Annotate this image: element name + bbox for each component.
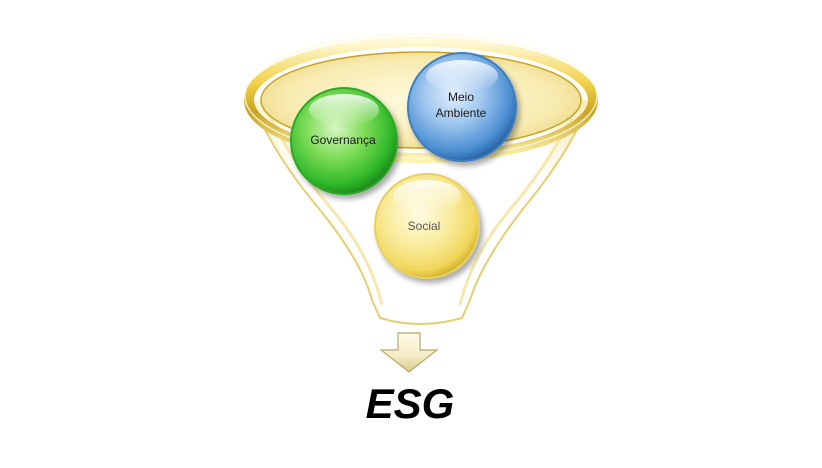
circle-social-label: Social [408, 219, 441, 233]
circle-social: Social [374, 173, 480, 279]
result-esg-label: ESG [366, 380, 455, 427]
circle-meio-ambiente-label-line2: Ambiente [436, 106, 487, 120]
funnel-rim-highlight [244, 33, 598, 159]
circle-governanca: Governança [290, 87, 398, 195]
circle-meio-ambiente-label-line1: Meio [448, 90, 474, 104]
funnel-body-inner [266, 111, 384, 306]
circle-meio-ambiente: Meio Ambiente [407, 52, 517, 162]
down-arrow-icon [379, 332, 439, 373]
funnel-body-inner-right [458, 111, 576, 306]
circle-governanca-label: Governança [310, 133, 376, 147]
